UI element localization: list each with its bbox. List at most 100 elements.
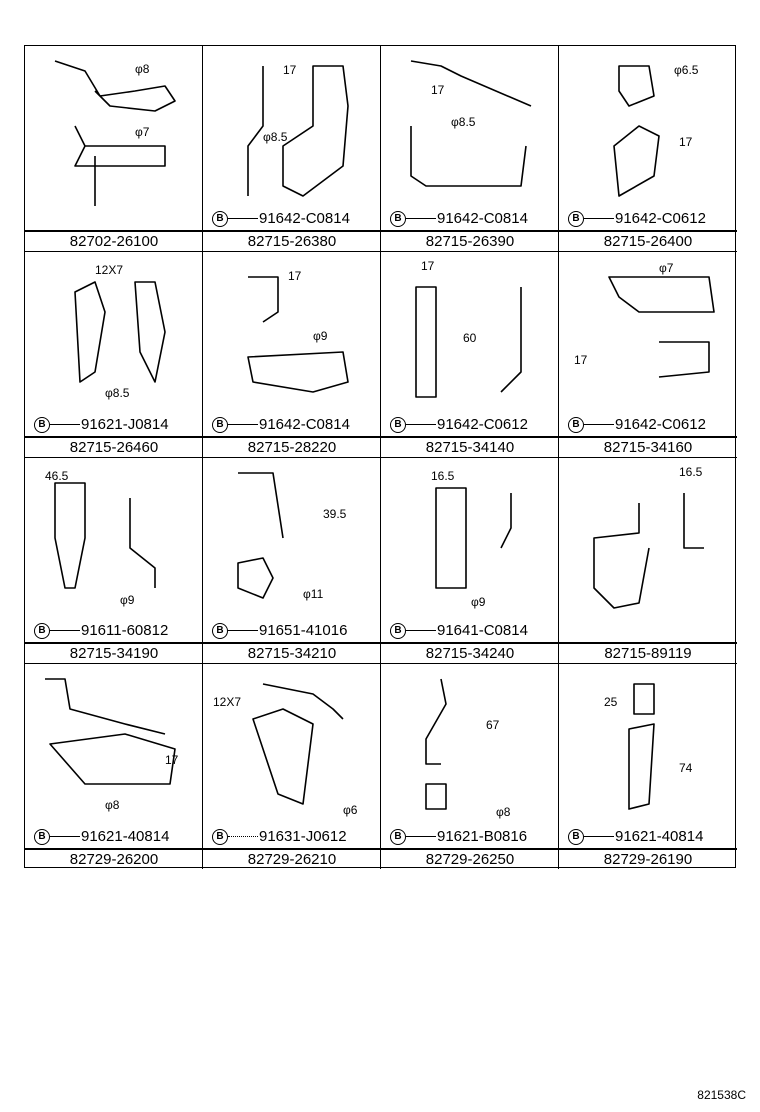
dimension-label: 67 <box>486 718 500 732</box>
dimension-label: 46.5 <box>45 469 69 483</box>
dimension-label: 12X7 <box>213 695 241 709</box>
bolt-symbol-icon: B <box>390 211 406 227</box>
part-drawing: 16.5 φ9 <box>431 469 512 609</box>
dimension-label: φ8.5 <box>263 130 288 144</box>
part-number: 82715-28220 <box>247 439 337 456</box>
bracket-outline <box>247 276 349 393</box>
dimension-label: φ11 <box>303 587 324 601</box>
part-number: 82715-26460 <box>69 439 159 456</box>
part-number-divider <box>25 848 203 850</box>
bracket-outline <box>593 493 704 609</box>
bolt-part-number: 91642-C0814 <box>259 416 350 433</box>
bracket-outline <box>435 487 512 589</box>
bolt-symbol-icon: B <box>390 417 406 433</box>
leader-line <box>406 424 436 425</box>
dimension-label: 17 <box>679 135 693 149</box>
dimension-label: φ6.5 <box>674 63 699 77</box>
part-number: 82715-34160 <box>603 439 693 456</box>
bolt-callout: B 91651-41016 <box>203 620 381 642</box>
bolt-callout: B 91642-C0814 <box>381 208 559 230</box>
leader-line <box>228 836 258 837</box>
part-number-divider <box>381 436 559 438</box>
dimension-label: 39.5 <box>323 507 347 521</box>
leader-line <box>50 630 80 631</box>
part-number: 82729-26250 <box>425 851 515 868</box>
bracket-outline <box>237 472 284 599</box>
part-number: 82715-34140 <box>425 439 515 456</box>
bolt-symbol-icon: B <box>34 417 50 433</box>
dimension-label: φ8 <box>105 798 120 812</box>
part-number: 82715-34240 <box>425 645 515 662</box>
bracket-outline <box>628 683 655 810</box>
bolt-part-number: 91642-C0612 <box>437 416 528 433</box>
leader-line <box>228 218 258 219</box>
part-drawing: φ8 φ7 <box>54 60 176 206</box>
part-number: 82729-26210 <box>247 851 337 868</box>
part-number: 82715-34210 <box>247 645 337 662</box>
part-drawing: 12X7 φ6 <box>213 683 358 817</box>
bracket-outline <box>415 286 522 398</box>
dimension-label: φ8 <box>496 805 511 819</box>
part-cell: 16.5φ1182715-89119 <box>559 458 737 664</box>
leader-line <box>50 424 80 425</box>
bracket-outline <box>608 276 715 378</box>
dimension-label: φ8.5 <box>451 115 476 129</box>
bracket-outline <box>252 683 344 805</box>
dimension-label: φ7 <box>135 125 150 139</box>
leader-line <box>228 630 258 631</box>
part-number: 82702-26100 <box>69 233 159 250</box>
part-number-divider <box>25 642 203 644</box>
dimension-label: φ6 <box>343 803 358 817</box>
dimension-label: φ8 <box>135 62 150 76</box>
dimension-label: 16.5 <box>431 469 455 483</box>
dimension-label: φ9 <box>471 595 486 609</box>
bracket-outline <box>45 678 176 785</box>
part-number-divider <box>559 848 737 850</box>
dimension-label: φ9 <box>313 329 328 343</box>
dimension-label: 17 <box>165 753 179 767</box>
bolt-part-number: 91621-40814 <box>615 828 704 845</box>
part-number-divider <box>203 436 381 438</box>
bolt-symbol-icon: B <box>212 623 228 639</box>
diagram-code: 821538C <box>697 1088 746 1102</box>
part-number-divider <box>203 230 381 232</box>
leader-line <box>584 836 614 837</box>
bolt-symbol-icon: B <box>390 623 406 639</box>
part-number: 82715-34190 <box>69 645 159 662</box>
bolt-symbol-icon: B <box>212 829 228 845</box>
bolt-part-number: 91621-B0816 <box>437 828 528 845</box>
part-drawing: φ6.5 17 <box>613 63 699 197</box>
bracket-outline <box>54 60 176 206</box>
part-number-divider <box>381 230 559 232</box>
leader-line <box>406 836 436 837</box>
leader-line <box>406 218 436 219</box>
bolt-part-number: 91642-C0814 <box>437 210 528 227</box>
leader-line <box>228 424 258 425</box>
bolt-symbol-icon: B <box>568 829 584 845</box>
bolt-part-number: 91642-C0612 <box>615 416 706 433</box>
part-number: 82715-26380 <box>247 233 337 250</box>
bolt-part-number: 91642-C0612 <box>615 210 706 227</box>
leader-line <box>584 424 614 425</box>
bolt-part-number: 91651-41016 <box>259 622 348 639</box>
bolt-part-number: 91641-C0814 <box>437 622 528 639</box>
